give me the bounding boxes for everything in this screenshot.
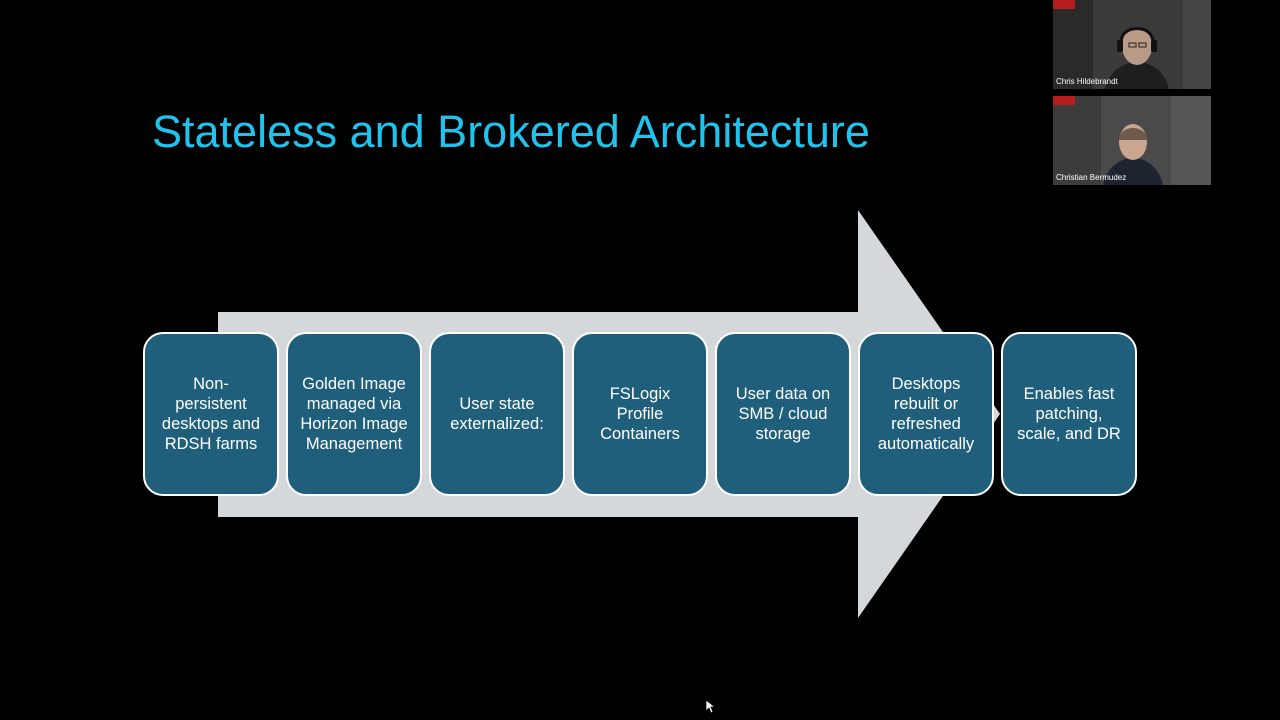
process-step-1: Non- persistent desktops and RDSH farms [143, 332, 279, 496]
process-step-2: Golden Image managed via Horizon Image M… [286, 332, 422, 496]
mouse-cursor-icon [706, 700, 716, 714]
person-icon [1053, 96, 1211, 185]
process-step-7: Enables fast patching, scale, and DR [1001, 332, 1137, 496]
brand-logo-icon [1053, 96, 1075, 105]
process-step-6: Desktops rebuilt or refreshed automatica… [858, 332, 994, 496]
participant-name: Chris Hildebrandt [1056, 77, 1118, 86]
participant-name: Christian Bermudez [1056, 173, 1127, 182]
video-tile-1[interactable]: Chris Hildebrandt [1053, 0, 1211, 89]
process-step-4: FSLogix Profile Containers [572, 332, 708, 496]
process-step-3: User state externalized: [429, 332, 565, 496]
process-step-5: User data on SMB / cloud storage [715, 332, 851, 496]
person-with-headset-icon [1053, 0, 1211, 89]
video-tile-2[interactable]: Christian Bermudez [1053, 96, 1211, 185]
brand-logo-icon [1053, 0, 1075, 9]
slide-title: Stateless and Brokered Architecture [152, 106, 870, 157]
